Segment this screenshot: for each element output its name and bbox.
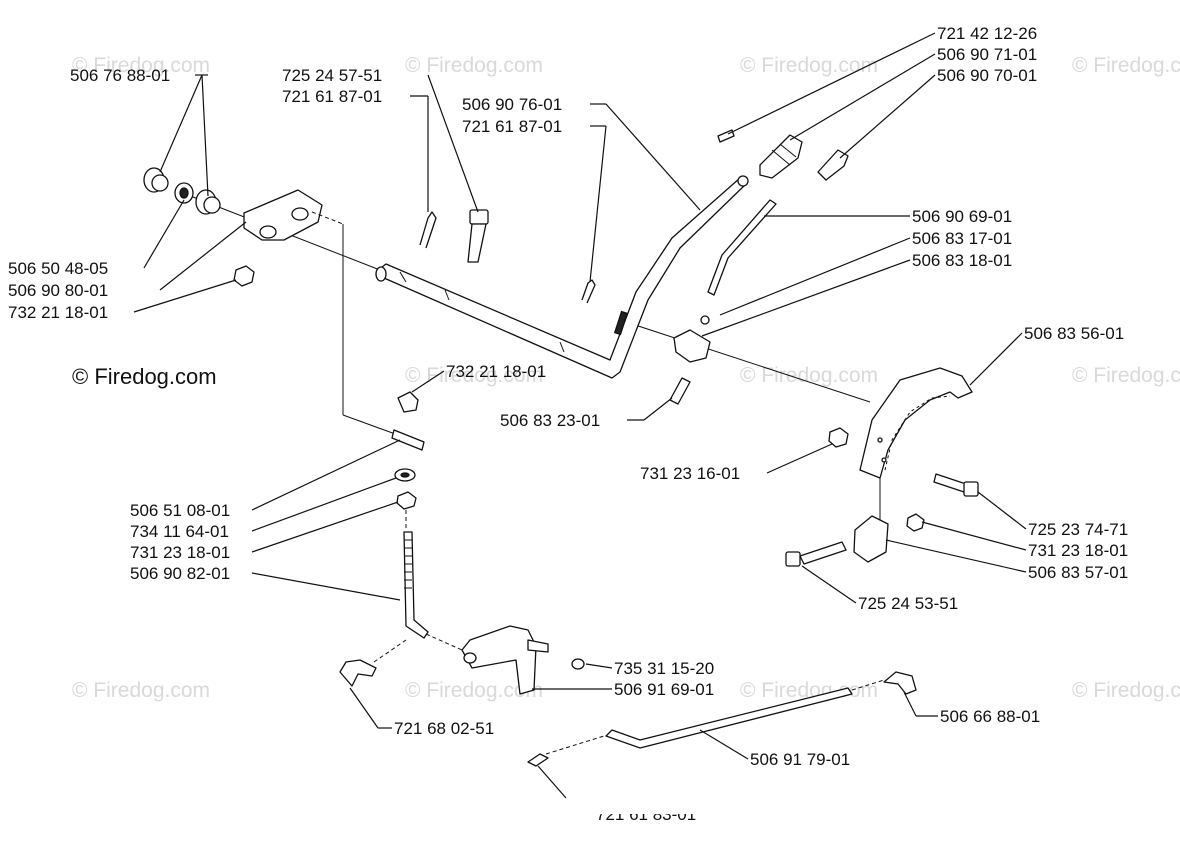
part-number: 506 90 80-01 (8, 281, 108, 300)
part-number: 506 90 71-01 (937, 45, 1037, 64)
cotter-pin-icon (581, 279, 596, 304)
pin-icon (391, 429, 425, 451)
part-number: 725 23 74-71 (1028, 520, 1128, 539)
watermark: © Firedog.com (405, 679, 543, 702)
sector-plate-icon (859, 367, 973, 479)
bolt-icon (933, 473, 967, 493)
part-number: 731 23 18-01 (1028, 541, 1128, 560)
grip-icon (759, 134, 803, 179)
nut-icon (828, 427, 849, 448)
part-number: 506 66 88-01 (940, 707, 1040, 726)
clip-icon (527, 753, 549, 767)
part-number: 506 91 79-01 (750, 750, 850, 769)
part-number: 721 61 87-01 (462, 117, 562, 136)
cotter-pin-icon (419, 211, 437, 249)
bolt-icon (469, 209, 489, 225)
part-number: 506 83 56-01 (1024, 324, 1124, 343)
clip-icon (883, 671, 917, 695)
watermark: © Firedog.com (72, 54, 210, 77)
part-labels: 721 42 12-26 506 90 71-01 506 90 70-01 5… (8, 24, 1128, 824)
bracket-icon (243, 189, 323, 241)
threaded-rod-icon (403, 531, 429, 639)
watermark: © Firedog.com (740, 54, 878, 77)
part-number: 506 90 69-01 (912, 207, 1012, 226)
part-number: 731 23 16-01 (640, 464, 740, 483)
rod-icon (707, 199, 777, 296)
block-icon (673, 329, 711, 363)
parts-drawings (143, 129, 979, 767)
watermark: © Firedog.com (72, 679, 210, 702)
part-number: 506 83 57-01 (1028, 563, 1128, 582)
bolt-icon (799, 541, 847, 565)
part-number: 734 11 64-01 (130, 522, 229, 541)
part-number: 721 61 87-01 (282, 87, 382, 106)
nut-icon (396, 491, 417, 510)
part-number: 732 21 18-01 (446, 362, 546, 381)
watermark: © Firedog.com (740, 364, 878, 387)
part-number: 506 90 70-01 (937, 66, 1037, 85)
part-number: 725 24 53-51 (858, 594, 958, 613)
watermark: © Firedog.com (1072, 54, 1180, 77)
part-number: 731 23 18-01 (130, 543, 230, 562)
watermark: © Firedog.com (1072, 679, 1180, 702)
part-number: 721 42 12-26 (937, 24, 1037, 43)
part-number: 506 50 48-05 (8, 259, 108, 278)
block-icon (853, 515, 889, 563)
watermarks: © Firedog.com © Firedog.com © Firedog.co… (72, 54, 1180, 702)
nut-icon (906, 513, 925, 532)
e-clip-icon (571, 658, 585, 670)
part-number: 506 83 17-01 (912, 229, 1012, 248)
watermark: © Firedog.com (1072, 364, 1180, 387)
part-number: 506 83 18-01 (912, 251, 1012, 270)
part-number: 721 68 02-51 (394, 719, 494, 738)
part-number: 506 83 23-01 (500, 411, 600, 430)
clip-icon (339, 659, 377, 687)
part-number: 725 24 57-51 (282, 66, 382, 85)
long-rod-icon (605, 687, 853, 749)
part-number: 506 90 76-01 (462, 95, 562, 114)
part-number: 506 51 08-01 (130, 501, 230, 520)
watermark: © Firedog.com (405, 54, 543, 77)
part-number: 506 76 88-01 (70, 66, 170, 85)
spring-icon (669, 377, 691, 405)
part-number: 506 90 82-01 (130, 564, 230, 583)
watermark: © Firedog.com (405, 364, 543, 387)
lever-bracket-icon (461, 625, 537, 695)
part-number: 735 31 15-20 (614, 659, 714, 678)
nut-icon (397, 391, 419, 413)
nut-icon (233, 265, 255, 287)
part-number: 732 21 18-01 (8, 303, 108, 322)
crop-mask (560, 806, 740, 814)
main-watermark: © Firedog.com (72, 364, 217, 389)
leader-lines (133, 32, 1027, 799)
part-number: 506 91 69-01 (614, 680, 714, 699)
